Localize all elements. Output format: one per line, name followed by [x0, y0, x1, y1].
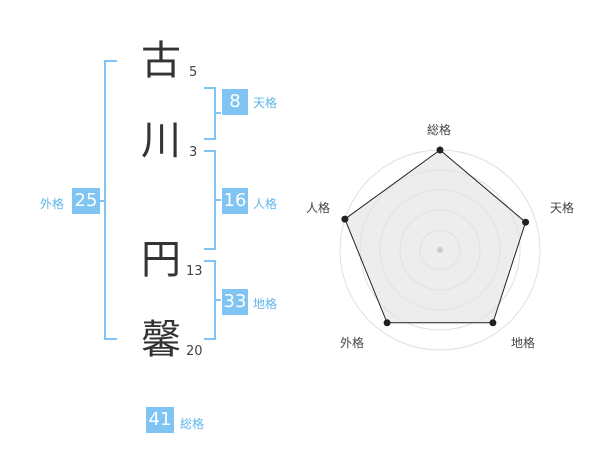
- chikaku-label: 地格: [253, 297, 278, 311]
- jinkaku-bracket-tick: [215, 199, 221, 201]
- stroke-count-4: 20: [186, 344, 203, 359]
- stroke-count-2: 3: [189, 145, 198, 160]
- radar-axis-label-gaikaku: 外格: [340, 336, 365, 350]
- soukaku-label: 総格: [180, 417, 205, 431]
- name-char-2: 川: [141, 118, 181, 164]
- name-char-3: 円: [141, 237, 181, 283]
- radar-axis-label-soukaku: 総格: [427, 123, 452, 137]
- radar-polygon: [344, 149, 527, 324]
- gaikaku-label: 外格: [40, 197, 65, 211]
- radar-point: [522, 218, 530, 226]
- tenkaku-value: 8: [222, 89, 248, 115]
- radar-point: [383, 319, 391, 327]
- radar-center-dot: [437, 247, 443, 253]
- chikaku-bracket-tick: [215, 299, 221, 301]
- name-char-1: 古: [141, 38, 181, 84]
- stroke-count-3: 13: [186, 264, 203, 279]
- stroke-count-1: 5: [189, 65, 198, 80]
- name-char-4: 馨: [141, 317, 181, 363]
- gaikaku-bracket: [104, 60, 117, 340]
- jinkaku-label: 人格: [253, 197, 278, 211]
- chikaku-value: 33: [222, 289, 248, 315]
- tenkaku-bracket-tick: [215, 112, 221, 114]
- radar-axis-label-tenkaku: 天格: [550, 201, 575, 215]
- radar-point: [489, 319, 497, 327]
- jinkaku-value: 16: [222, 188, 248, 214]
- tenkaku-label: 天格: [253, 96, 278, 110]
- radar-axis-label-chikaku: 地格: [511, 336, 536, 350]
- soukaku-value: 41: [146, 407, 174, 433]
- gaikaku-bracket-tick: [96, 200, 105, 202]
- radar-point: [341, 215, 349, 223]
- gaikaku-value: 25: [72, 188, 100, 214]
- radar-axis-label-jinkaku: 人格: [306, 201, 331, 215]
- radar-point: [436, 146, 444, 154]
